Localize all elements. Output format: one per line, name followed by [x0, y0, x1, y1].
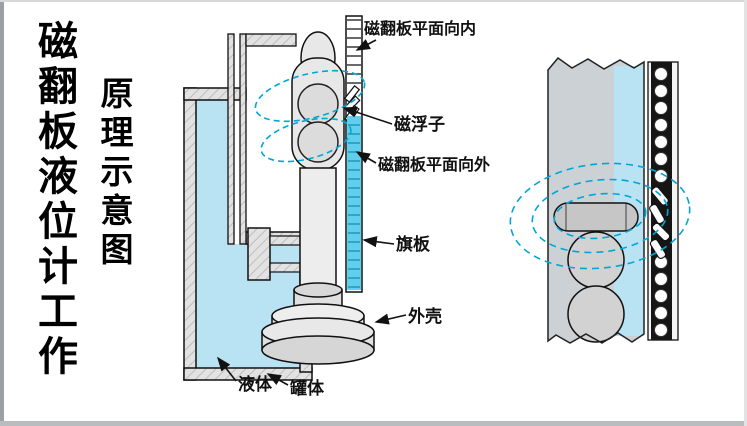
- detail-flap-strip: [647, 61, 679, 341]
- flap-dot: [654, 289, 668, 303]
- flap-dot: [654, 135, 668, 149]
- base-housing: [261, 282, 375, 365]
- annotations: 磁翻板平面向内 磁浮子 磁翻板平面向外 旗板 外壳 液体 罐体: [217, 19, 490, 399]
- arrow-flag-plate: [362, 236, 395, 248]
- label-flag-plate: 旗板: [396, 234, 431, 255]
- frame-edge-bottom: [0, 421, 747, 426]
- flap-tilted: [649, 203, 665, 225]
- flap-tilted: [651, 222, 671, 242]
- flap-dot: [654, 169, 668, 183]
- field-ellipse: [553, 192, 647, 240]
- magnetic-field-lines-detail: [509, 162, 691, 270]
- frame-edge-top: [0, 0, 747, 2]
- chamber-tube: [299, 167, 337, 294]
- label-flap-inward: 磁翻板平面向内: [364, 19, 476, 38]
- housing-bottom-rim: [261, 335, 375, 365]
- field-ellipse: [260, 117, 352, 163]
- arrow-flap-inward: [355, 39, 377, 51]
- field-ellipse: [254, 69, 366, 123]
- label-liquid: 液体: [238, 374, 273, 395]
- nozzle-flange: [247, 227, 271, 281]
- nozzle-top-wall: [269, 235, 301, 246]
- arrow-shell: [374, 313, 407, 325]
- tank-left-wall: [183, 87, 197, 381]
- standpipe-elbow: [245, 33, 297, 47]
- flap-dot: [654, 118, 668, 132]
- flap-dot: [654, 272, 668, 286]
- label-flap-outward: 磁翻板平面向外: [378, 155, 490, 174]
- flap-dot: [654, 67, 668, 81]
- field-ellipse: [531, 178, 669, 254]
- field-ellipse: [509, 162, 691, 270]
- flap-tilted: [343, 85, 361, 103]
- label-float: 磁浮子: [394, 114, 445, 135]
- flap-blue-column: [347, 116, 361, 290]
- standpipe-left-wall: [227, 33, 235, 245]
- title-vertical-sub: 原理示意图: [95, 76, 134, 271]
- detail-float-ball-lower: [567, 285, 625, 343]
- float-ball-upper: [297, 83, 339, 125]
- housing-socket-rim: [293, 282, 343, 298]
- detail-float-ball-upper: [567, 231, 625, 289]
- title-vertical-main: 磁翻板液位计工作: [31, 20, 77, 380]
- detail-flap-dots: [654, 67, 668, 337]
- arrow-liquid: [217, 356, 237, 382]
- frame-edge-left: [0, 0, 4, 426]
- flap-dividers: [348, 124, 360, 288]
- flap-dot: [654, 101, 668, 115]
- arrow-flap-outward: [355, 151, 377, 164]
- arrow-float: [342, 106, 393, 125]
- flap-dot: [654, 323, 668, 337]
- flap-tilted: [649, 238, 667, 260]
- tank-top-wall: [183, 87, 247, 101]
- standpipe: [227, 33, 297, 245]
- flap-dot: [654, 84, 668, 98]
- magnetic-field-lines-center: [254, 69, 366, 163]
- nozzle-bottom-wall: [269, 262, 301, 273]
- detail-view: [509, 56, 691, 344]
- label-tank-body: 罐体: [289, 378, 325, 399]
- flap-dot: [654, 306, 668, 320]
- frame-edge-right: [744, 0, 747, 426]
- label-shell: 外壳: [408, 306, 442, 327]
- detail-pipe-outline: [547, 56, 645, 344]
- flap-strip: [343, 15, 363, 293]
- standpipe-right-wall: [239, 33, 247, 245]
- arrow-tank-body: [266, 373, 289, 386]
- flap-dot: [654, 152, 668, 166]
- liquid-upper: [196, 100, 228, 244]
